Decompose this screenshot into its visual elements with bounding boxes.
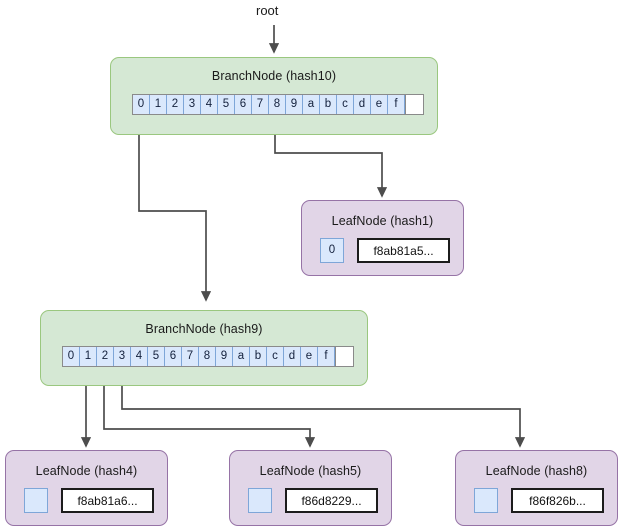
branch-node-hash10-title: BranchNode (hash10) — [211, 69, 337, 83]
leaf-node-hash4-value[interactable]: f8ab81a6... — [61, 488, 154, 513]
nibble-cell-5[interactable]: 5 — [148, 347, 165, 366]
nibble-cell-f[interactable]: f — [318, 347, 335, 366]
nibble-cell-c[interactable]: c — [267, 347, 284, 366]
nibble-cell-b[interactable]: b — [250, 347, 267, 366]
nibble-cell-3[interactable]: 3 — [184, 95, 201, 114]
nibble-cell-8[interactable]: 8 — [269, 95, 286, 114]
nibble-cell-9[interactable]: 9 — [286, 95, 303, 114]
nibble-cell-5[interactable]: 5 — [218, 95, 235, 114]
leaf-node-hash4-title: LeafNode (hash4) — [35, 464, 138, 478]
nibble-cell-9[interactable]: 9 — [216, 347, 233, 366]
nibble-cell-3[interactable]: 3 — [114, 347, 131, 366]
nibble-cell-a[interactable]: a — [233, 347, 250, 366]
leaf-node-hash8-value[interactable]: f86f826b... — [511, 488, 604, 513]
leaf-node-hash4[interactable]: LeafNode (hash4) f8ab81a6... — [5, 450, 168, 526]
nibble-cell-f[interactable]: f — [388, 95, 405, 114]
nibble-cell-7[interactable]: 7 — [252, 95, 269, 114]
root-label: root — [256, 3, 279, 18]
leaf-node-hash5[interactable]: LeafNode (hash5) f86d8229... — [229, 450, 392, 526]
leaf-node-hash8-title: LeafNode (hash8) — [485, 464, 588, 478]
leaf-node-hash5-value[interactable]: f86d8229... — [285, 488, 378, 513]
nibble-cell-b[interactable]: b — [320, 95, 337, 114]
nibble-cell-4[interactable]: 4 — [131, 347, 148, 366]
nibble-cell-8[interactable]: 8 — [199, 347, 216, 366]
leaf-node-hash5-title: LeafNode (hash5) — [259, 464, 362, 478]
nibble-cell-0[interactable]: 0 — [133, 95, 150, 114]
leaf-node-hash8[interactable]: LeafNode (hash8) f86f826b... — [455, 450, 618, 526]
branch-node-hash9-title: BranchNode (hash9) — [145, 322, 263, 336]
nibble-cell-e[interactable]: e — [301, 347, 318, 366]
nibble-cell-d[interactable]: d — [354, 95, 371, 114]
nibble-cell-6[interactable]: 6 — [235, 95, 252, 114]
leaf-node-hash1[interactable]: LeafNode (hash1) 0 f8ab81a5... — [301, 200, 464, 276]
leaf-node-hash1-value[interactable]: f8ab81a5... — [357, 238, 450, 263]
edge-branch-top-slot0-to-branch-mid — [138, 113, 212, 302]
nibble-cell-4[interactable]: 4 — [201, 95, 218, 114]
nibble-cell-d[interactable]: d — [284, 347, 301, 366]
nibble-cell-value-slot[interactable] — [405, 95, 423, 114]
nibble-cell-a[interactable]: a — [303, 95, 320, 114]
nibble-cell-1[interactable]: 1 — [150, 95, 167, 114]
nibble-cell-value-slot[interactable] — [335, 347, 353, 366]
leaf-node-hash1-title: LeafNode (hash1) — [331, 214, 434, 228]
nibble-cell-c[interactable]: c — [337, 95, 354, 114]
branch-node-hash9-nibble-strip[interactable]: 0 1 2 3 4 5 6 7 8 9 a b c d e f — [62, 346, 354, 367]
leaf-node-hash8-key[interactable] — [474, 488, 498, 513]
nibble-cell-e[interactable]: e — [371, 95, 388, 114]
nibble-cell-7[interactable]: 7 — [182, 347, 199, 366]
branch-node-hash10[interactable]: BranchNode (hash10) 0 1 2 3 4 5 6 7 8 9 … — [110, 57, 438, 135]
nibble-cell-0[interactable]: 0 — [63, 347, 80, 366]
nibble-cell-2[interactable]: 2 — [167, 95, 184, 114]
leaf-node-hash1-key[interactable]: 0 — [320, 238, 344, 263]
nibble-cell-6[interactable]: 6 — [165, 347, 182, 366]
leaf-node-hash5-key[interactable] — [248, 488, 272, 513]
leaf-node-hash4-key[interactable] — [24, 488, 48, 513]
branch-node-hash9[interactable]: BranchNode (hash9) 0 1 2 3 4 5 6 7 8 9 a… — [40, 310, 368, 386]
nibble-cell-1[interactable]: 1 — [80, 347, 97, 366]
nibble-cell-2[interactable]: 2 — [97, 347, 114, 366]
branch-node-hash10-nibble-strip[interactable]: 0 1 2 3 4 5 6 7 8 9 a b c d e f — [132, 94, 424, 115]
